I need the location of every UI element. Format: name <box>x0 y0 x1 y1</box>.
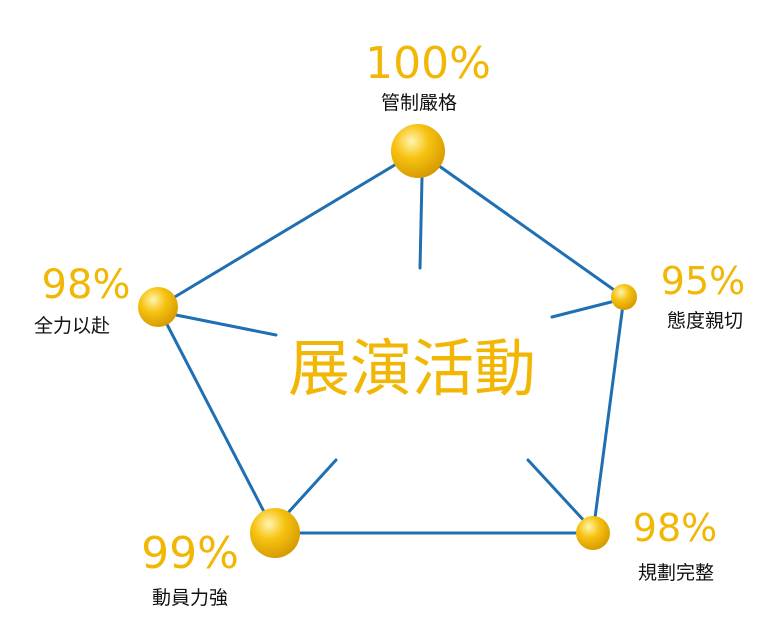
spoke-bottom-left <box>284 458 338 517</box>
node-balls <box>138 124 637 558</box>
node-right: 95% 態度親切 <box>661 259 745 332</box>
node-ball-top <box>391 124 445 178</box>
node-top: 100% 管制嚴格 <box>365 38 491 114</box>
node-ball-right <box>611 284 637 310</box>
edge-top-right <box>416 149 626 299</box>
node-right-percent: 95% <box>661 259 745 303</box>
node-left-label: 全力以赴 <box>34 315 110 337</box>
node-ball-left <box>138 287 178 327</box>
node-bottom-left-percent: 99% <box>141 528 239 579</box>
edge-left-top <box>156 149 420 309</box>
spoke-left <box>174 313 278 337</box>
node-ball-bottom-left <box>250 508 300 558</box>
node-bottom-right-percent: 98% <box>633 506 717 550</box>
node-bottom-right: 98% 規劃完整 <box>633 506 717 584</box>
node-left: 98% 全力以赴 <box>34 262 130 337</box>
node-right-label: 態度親切 <box>667 310 743 332</box>
spoke-top <box>418 176 424 270</box>
spoke-right <box>550 300 613 319</box>
edge-right-bottom-right <box>591 295 626 535</box>
node-top-label: 管制嚴格 <box>381 92 457 114</box>
node-top-percent: 100% <box>365 38 491 89</box>
pentagon-edges <box>156 149 626 535</box>
diagram-title: 展演活動 <box>288 332 536 405</box>
spoke-bottom-right <box>526 458 590 527</box>
node-left-percent: 98% <box>42 262 131 308</box>
node-bottom-left-label: 動員力強 <box>152 587 228 609</box>
spokes <box>174 176 613 527</box>
node-ball-bottom-right <box>576 516 610 550</box>
edge-bottom-left-left <box>156 305 277 535</box>
node-bottom-left: 99% 動員力強 <box>141 528 239 609</box>
node-bottom-right-label: 規劃完整 <box>638 562 714 584</box>
